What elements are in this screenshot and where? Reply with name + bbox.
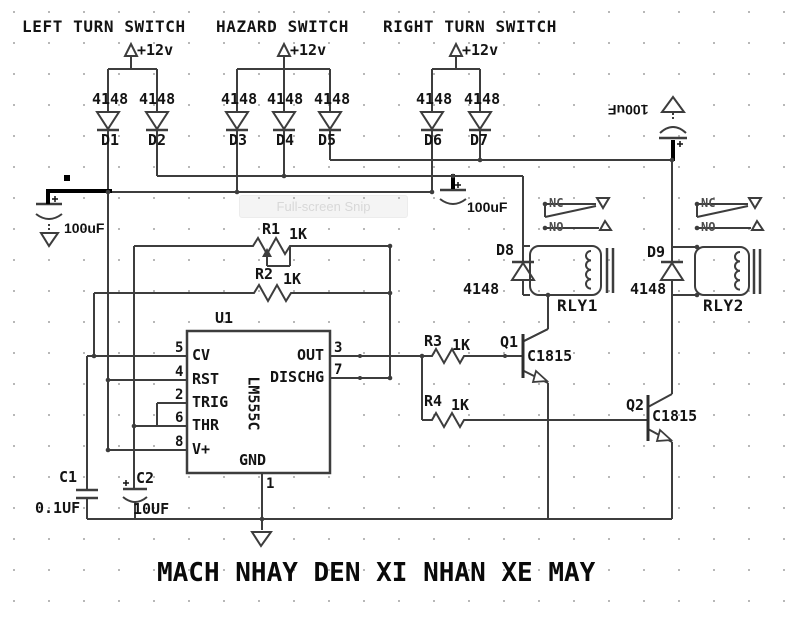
resistor-ref-r2: R2 xyxy=(255,265,274,283)
relay2-no-label: NO xyxy=(701,220,716,234)
diode-ref-d7: D7 xyxy=(470,131,489,149)
pin-num-8: 8 xyxy=(175,434,184,450)
pin-num-5: 5 xyxy=(175,340,184,356)
diode-ref-d3: D3 xyxy=(229,131,248,149)
relay1-no-label: NO xyxy=(549,220,564,234)
relay2-ref: RLY2 xyxy=(703,296,744,315)
transistor-ref-q2: Q2 xyxy=(626,396,645,414)
diode-part-d1: 4148 xyxy=(92,90,129,108)
pin-num-7: 7 xyxy=(334,362,343,378)
stray-ink-dot xyxy=(64,175,70,181)
diode-part-d6: 4148 xyxy=(416,90,453,108)
label-hazard-switch: HAZARD SWITCH xyxy=(216,17,350,36)
cap-left-100uf-label: 100uF xyxy=(64,220,105,236)
label-right-turn-switch: RIGHT TURN SWITCH xyxy=(383,17,557,36)
resistor-ref-r1: R1 xyxy=(262,220,281,238)
relay2-nc-label: NC xyxy=(701,196,716,210)
pin-num-2: 2 xyxy=(175,387,184,403)
label-left-turn-switch: LEFT TURN SWITCH xyxy=(22,17,186,36)
ic-555-body xyxy=(185,329,332,475)
diode-ref-d2: D2 xyxy=(148,131,167,149)
diode-ref-d6: D6 xyxy=(424,131,443,149)
pin-num-3: 3 xyxy=(334,340,343,356)
cap-mid-100uf-label: 100uF xyxy=(467,199,508,215)
supply-12v-label-hazard: +12v xyxy=(290,41,327,59)
diode-ref-d9: D9 xyxy=(647,243,666,261)
cap-ref-c2: C2 xyxy=(136,469,155,487)
pin-num-4: 4 xyxy=(175,364,184,380)
diode-part-d9: 4148 xyxy=(630,280,667,298)
pin-name-trig: TRIG xyxy=(192,393,229,411)
pin-name-rst: RST xyxy=(192,370,220,388)
pin-name-thr: THR xyxy=(192,416,220,434)
diode-ref-d5: D5 xyxy=(318,131,337,149)
pin-name-dischg: DISCHG xyxy=(270,368,325,386)
transistor-ref-q1: Q1 xyxy=(500,333,519,351)
diode-part-d7: 4148 xyxy=(464,90,501,108)
relay1-ref: RLY1 xyxy=(557,296,598,315)
transistor-part-q2: C1815 xyxy=(652,407,698,425)
resistor-value-r2: 1K xyxy=(283,270,302,288)
diode-part-d5: 4148 xyxy=(314,90,351,108)
pin-name-vplus: V+ xyxy=(192,440,211,458)
ic-ref: U1 xyxy=(215,309,234,327)
cap-value-c2: 10UF xyxy=(133,500,170,518)
relay1-coil-body xyxy=(529,245,602,296)
relay2-coil-body xyxy=(694,246,750,296)
pin-name-out: OUT xyxy=(297,346,325,364)
cap-ref-c1: C1 xyxy=(59,468,78,486)
relay1-nc-label: NC xyxy=(549,196,564,210)
diode-part-d2: 4148 xyxy=(139,90,176,108)
diode-ref-d1: D1 xyxy=(101,131,120,149)
diode-part-d8: 4148 xyxy=(463,280,500,298)
ic-part-label: LM555C xyxy=(244,376,263,431)
resistor-value-r4: 1K xyxy=(451,396,470,414)
cap-value-c1: 0.1UF xyxy=(35,499,81,517)
cap-right-100uf-label: 100uF xyxy=(608,102,649,118)
supply-12v-label-right: +12v xyxy=(462,41,499,59)
resistor-ref-r3: R3 xyxy=(424,332,443,350)
resistor-ref-r4: R4 xyxy=(424,392,443,410)
pin-num-6: 6 xyxy=(175,410,184,426)
schematic-title: MACH NHAY DEN XI NHAN XE MAY xyxy=(157,558,596,588)
resistor-value-r3: 1K xyxy=(452,336,471,354)
diode-ref-d4: D4 xyxy=(276,131,295,149)
pin-num-1: 1 xyxy=(266,476,275,492)
transistor-part-q1: C1815 xyxy=(527,347,573,365)
pin-name-cv: CV xyxy=(192,346,211,364)
diode-part-d3: 4148 xyxy=(221,90,258,108)
diode-ref-d8: D8 xyxy=(496,241,515,259)
pin-name-gnd: GND xyxy=(239,451,267,469)
supply-12v-label-left: +12v xyxy=(137,41,174,59)
resistor-value-r1: 1K xyxy=(289,225,308,243)
diode-part-d4: 4148 xyxy=(267,90,304,108)
